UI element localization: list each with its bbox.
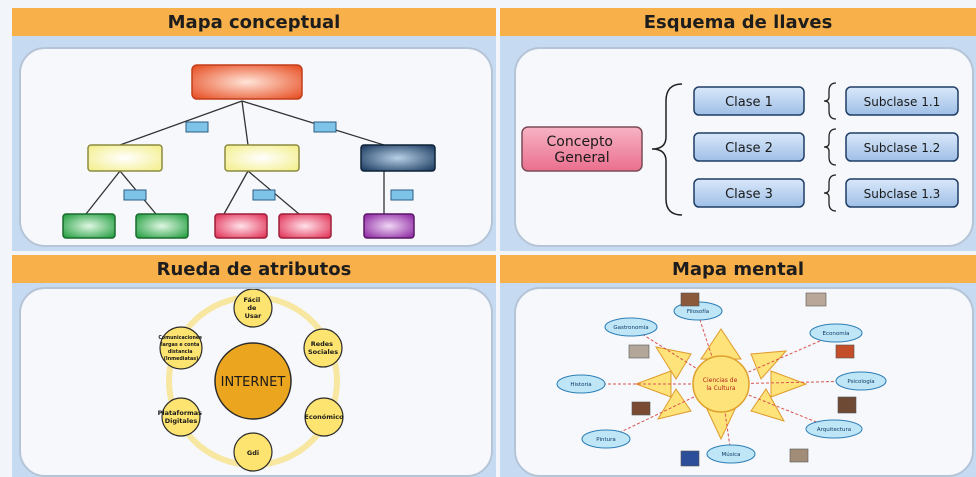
attribute-node-1 [233, 289, 273, 328]
attribute-6-line2: largas e conta [161, 342, 199, 348]
attribute-wheel-card: INTERNET Fácil de Usar Redes Sociales Ec… [19, 287, 493, 477]
attribute-wheel-panel: Rueda de atributos INTERNET Fácil de Usa… [12, 255, 496, 477]
subclass-box-2 [845, 132, 959, 162]
class-label-3: Clase 3 [725, 187, 773, 202]
brace-scheme-title: Esquema de llaves [500, 8, 976, 36]
main-brace [651, 83, 683, 216]
topic-cloud-6 [581, 429, 631, 449]
sub-braces [823, 82, 837, 212]
brace-scheme-diagram: Concepto General Clase 1 Clase 2 Clase 3… [521, 82, 959, 216]
topic-cloud-7 [556, 374, 606, 394]
concept-map-diagram [62, 64, 436, 239]
topic-cloud-2 [809, 323, 863, 343]
attribute-node-6 [159, 326, 203, 370]
level2-node-2 [224, 144, 300, 172]
topic-label-3: Psicología [847, 378, 874, 385]
attribute-3-line1: Económico [304, 413, 344, 421]
attribute-node-2 [303, 328, 343, 368]
topic-label-8: Gastronomía [613, 324, 648, 331]
class-box-3 [693, 178, 805, 208]
attribute-6-line4: (Inmediatas) [164, 356, 199, 362]
level2-node-3 [360, 144, 436, 172]
leaf-node-3 [214, 213, 268, 239]
thumbnail-image [680, 292, 700, 307]
thumbnail-image [789, 448, 809, 463]
class-box-1 [693, 86, 805, 116]
attribute-wheel-title: Rueda de atributos [12, 255, 496, 283]
topic-cloud-3 [835, 371, 887, 391]
central-topic-line2: la Cultura [706, 385, 736, 392]
attribute-node-5 [161, 397, 201, 437]
thumbnail-image [805, 292, 827, 307]
class-label-1: Clase 1 [725, 95, 773, 110]
attribute-1-line2: de [247, 304, 257, 312]
attribute-4-line1: Gdi [247, 449, 259, 457]
concept-text-line1: Concepto [547, 134, 613, 150]
sun-rays [634, 328, 808, 441]
root-node [191, 64, 303, 100]
attribute-1-line3: Usar [245, 312, 263, 320]
subclass-label-3: Subclase 1.3 [864, 187, 941, 201]
leaf-node-4 [278, 213, 332, 239]
concept-box [521, 126, 643, 172]
class-label-2: Clase 2 [725, 141, 773, 156]
attribute-1-line1: Fácil [243, 296, 260, 304]
subclass-box-1 [845, 86, 959, 116]
mind-map-panel: Mapa mental [500, 255, 976, 477]
svg-text:Fácil de U: Fácil de Usar [243, 296, 262, 320]
concept-map-title: Mapa conceptual [12, 8, 496, 36]
topic-label-2: Economía [823, 330, 850, 337]
topic-label-6: Pintura [596, 437, 615, 443]
class-box-2 [693, 132, 805, 162]
mind-map-title: Mapa mental [500, 255, 976, 283]
thumbnail-image [837, 396, 857, 414]
brace-scheme-card: Concepto General Clase 1 Clase 2 Clase 3… [514, 47, 974, 247]
thumbnail-image [680, 450, 700, 467]
attribute-node-3 [304, 397, 344, 437]
concept-map-connectors [123, 121, 414, 201]
subclass-label-1: Subclase 1.1 [864, 95, 941, 109]
wheel-center-label: INTERNET [221, 375, 286, 390]
topic-cloud-4 [805, 419, 863, 439]
attribute-6-line3: distancia [168, 349, 193, 355]
attribute-2-line2: Sociales [308, 348, 338, 356]
topic-thumbnails [628, 292, 857, 467]
mind-map-card: Ciencias de la Cultura Filosofía Economí… [514, 287, 974, 477]
concept-map-panel: Mapa conceptual [12, 8, 496, 251]
topic-label-4: Arquitectura [817, 427, 851, 433]
svg-text:Plataformas Digitale: Plataformas Digitales [158, 409, 205, 425]
attribute-2-line1: Redes [311, 340, 333, 348]
attribute-6-line1: Comunicaciones [158, 335, 202, 341]
attribute-5-line1: Plataformas [158, 409, 203, 417]
topic-label-7: Historia [570, 382, 591, 388]
leaf-node-1 [62, 213, 116, 239]
wheel-center [214, 342, 292, 420]
central-topic-line1: Ciencias de [703, 377, 738, 384]
topic-cloud-5 [706, 444, 756, 464]
svg-text:Ciencias de la Cultu: Ciencias de la Cultura [703, 377, 739, 392]
svg-text:Comunicaciones larga: Comunicaciones largas e conta distancia … [158, 335, 203, 362]
attribute-node-4 [233, 432, 273, 472]
central-sun [692, 355, 750, 413]
topic-label-1: Filosofía [687, 308, 709, 315]
thumbnail-image [628, 344, 650, 359]
topic-label-5: Música [721, 451, 740, 458]
thumbnail-image [835, 344, 855, 359]
topic-cloud-8 [604, 317, 658, 337]
subclass-label-2: Subclase 1.2 [864, 141, 941, 155]
leaf-node-2 [135, 213, 189, 239]
attribute-wheel-diagram: INTERNET Fácil de Usar Redes Sociales Ec… [158, 289, 344, 472]
thumbnail-image [631, 401, 651, 416]
brace-scheme-panel: Esquema de llaves Concepto General Clase… [500, 8, 976, 251]
mind-map-diagram: Ciencias de la Cultura Filosofía Economí… [556, 292, 887, 467]
svg-text:Redes Sociales: Redes Sociales [308, 340, 338, 356]
level2-node-1 [87, 144, 163, 172]
attribute-5-line2: Digitales [165, 417, 198, 425]
concept-map-card [19, 47, 493, 247]
leaf-node-5 [363, 213, 415, 239]
concept-text-line2: General [554, 150, 609, 166]
svg-text:Concepto General: Concepto General [547, 134, 618, 166]
subclass-box-3 [845, 178, 959, 208]
